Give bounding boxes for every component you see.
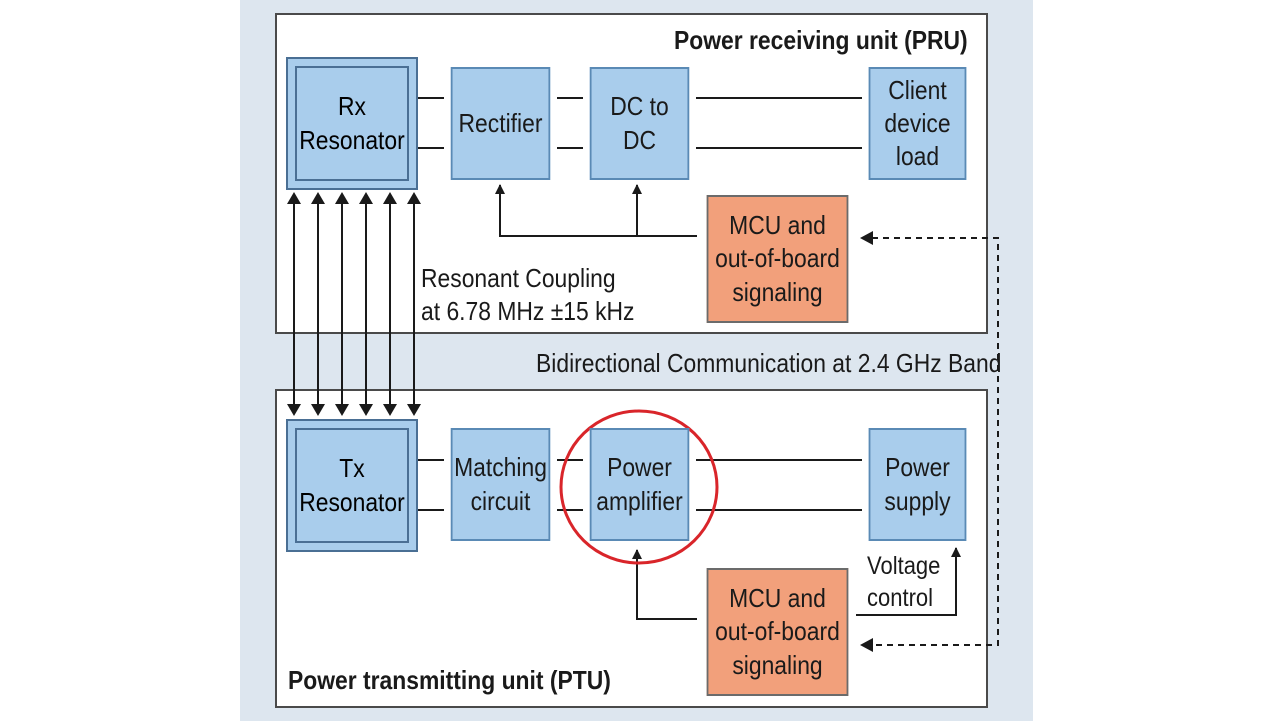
highlight-circle — [559, 409, 719, 565]
pru-title: Power receiving unit (PRU) — [674, 25, 968, 55]
voltage-control-label: Voltage control — [867, 552, 941, 612]
rectifier-block: Rectifier — [450, 67, 551, 180]
power-supply-block: Power supply — [868, 428, 967, 541]
communication-label: Bidirectional Communication at 2.4 GHz B… — [536, 348, 1002, 378]
dc-to-dc-block: DC to DC — [589, 67, 690, 180]
tx-resonator-label: Tx Resonator — [299, 453, 405, 517]
client-load-block: Client device load — [868, 67, 967, 180]
coupling-arrows — [293, 200, 415, 410]
tx-resonator-block: Tx Resonator — [286, 419, 418, 552]
rx-resonator-label: Rx Resonator — [299, 91, 405, 155]
power-amplifier-block: Power amplifier — [589, 428, 690, 541]
ptu-title: Power transmitting unit (PTU) — [288, 665, 611, 695]
ptu-mcu-block: MCU and out-of-board signaling — [706, 568, 849, 696]
pru-mcu-block: MCU and out-of-board signaling — [706, 195, 849, 323]
rx-resonator-block: Rx Resonator — [286, 57, 418, 190]
matching-circuit-block: Matching circuit — [450, 428, 551, 541]
communication-link — [872, 237, 999, 646]
